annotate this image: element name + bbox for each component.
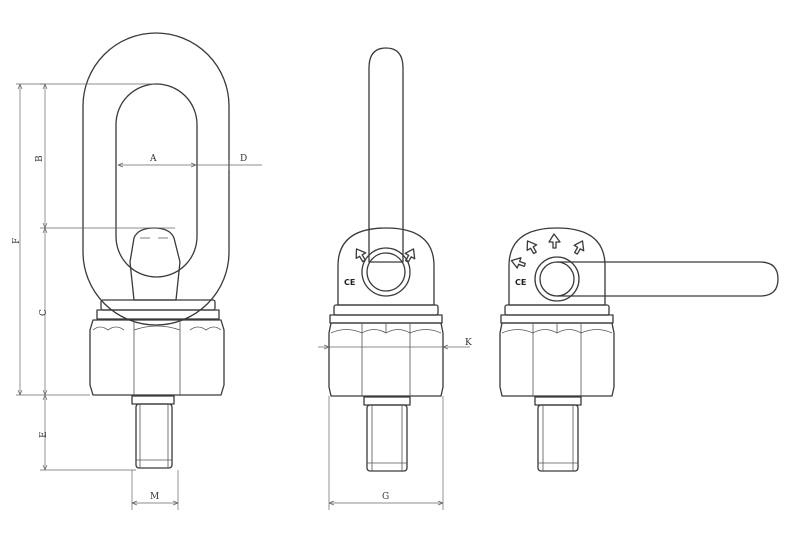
dim-label-b: B xyxy=(35,155,45,162)
ring-outer xyxy=(82,32,230,326)
ring-inner xyxy=(115,83,198,278)
dim-label-d: D xyxy=(240,154,247,164)
arrow-mark-3 xyxy=(573,240,585,255)
hex-body-right xyxy=(499,322,615,397)
side-view-rotated: CE xyxy=(499,227,779,472)
arrow-mark-1 xyxy=(526,240,538,255)
swivel-housing-right xyxy=(508,227,606,306)
arrow-mark-4 xyxy=(510,257,526,269)
pivot-inner xyxy=(366,252,406,292)
collar xyxy=(100,299,216,311)
ce-mark-mid: CE xyxy=(344,278,355,287)
dim-label-e: E xyxy=(39,431,49,438)
arrow-mark-right xyxy=(404,248,416,263)
thread-stud xyxy=(131,395,175,405)
vertical-bail xyxy=(368,47,404,263)
swivel-housing xyxy=(337,227,435,306)
dim-label-k: K xyxy=(465,338,472,348)
pivot-inner-right xyxy=(539,261,575,297)
arrow-mark-2 xyxy=(548,233,561,249)
side-view: CE K G xyxy=(318,47,472,510)
dim-label-f: F xyxy=(12,238,22,244)
ce-mark-right: CE xyxy=(515,278,526,287)
dim-label-m: M xyxy=(150,492,159,502)
thread-stud-right xyxy=(537,404,579,472)
swivel-neck xyxy=(129,227,181,301)
thread-stud-side xyxy=(366,404,408,472)
pivot-outer xyxy=(361,247,411,297)
dim-label-g: G xyxy=(382,492,389,502)
dim-label-c: C xyxy=(39,309,49,316)
hex-body xyxy=(89,319,225,396)
horizontal-bail xyxy=(556,261,779,297)
dim-label-a: A xyxy=(149,154,157,164)
front-view: A D B F C E M xyxy=(12,32,262,510)
arrow-mark-left xyxy=(355,248,367,263)
pivot-outer-right xyxy=(534,256,580,302)
hex-body-side xyxy=(328,322,444,397)
